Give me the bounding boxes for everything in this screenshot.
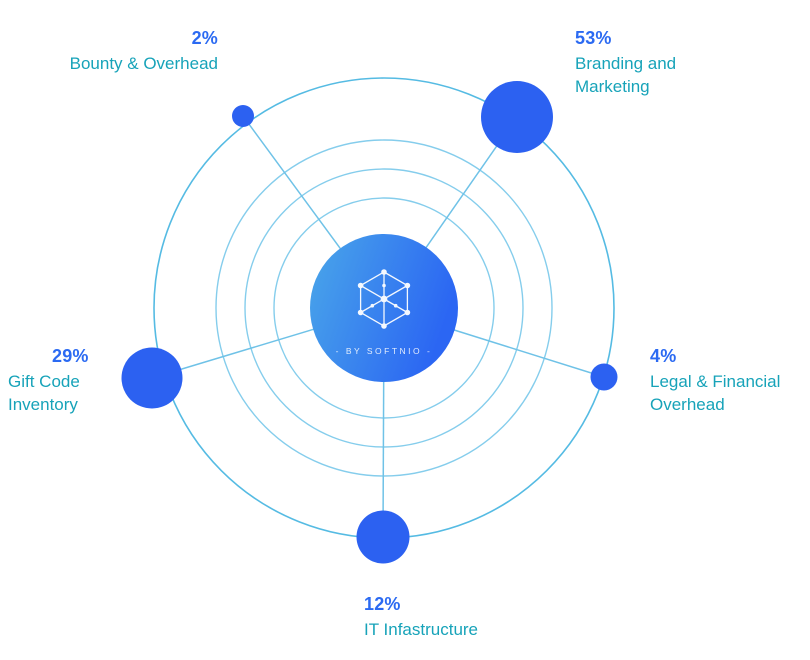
- hexagon-spoke: [383, 284, 408, 300]
- center-brand-text: - BY SOFTNIO -: [336, 346, 433, 356]
- label-line: Legal & Financial: [650, 372, 781, 391]
- bubble-legal: [590, 363, 618, 391]
- bubble-bounty: [232, 105, 254, 127]
- pct-bounty: 2%: [191, 28, 218, 48]
- pct-branding: 53%: [575, 28, 612, 48]
- pct-it: 12%: [364, 594, 401, 614]
- bubble-branding: [481, 81, 553, 153]
- pct-legal: 4%: [650, 346, 677, 366]
- label-line: Gift Code: [8, 372, 80, 391]
- label-it: IT Infastructure: [364, 618, 478, 641]
- label-line: Branding and: [575, 54, 677, 73]
- hexagon-nodes: [357, 269, 411, 329]
- annotation-legal-financial: 4% Legal & Financial Overhead: [650, 344, 780, 416]
- annotation-branding-marketing: 53% Branding and Marketing: [575, 26, 676, 98]
- hexagon-network-icon: [357, 269, 411, 329]
- label-line: Marketing: [575, 77, 650, 96]
- label-line: IT Infastructure: [364, 620, 479, 639]
- hexagon-spoke: [360, 284, 385, 300]
- annotation-it-infrastructure: 12% IT Infastructure: [364, 592, 478, 641]
- pct-gift: 29%: [52, 346, 89, 366]
- bubble-gift: [121, 347, 183, 409]
- annotation-gift-code-inventory: 29% Gift Code Inventory: [8, 344, 89, 416]
- label-legal: Legal & Financial Overhead: [650, 370, 780, 416]
- bubble-it: [356, 510, 410, 564]
- value-bubbles: [121, 81, 618, 564]
- label-gift: Gift Code Inventory: [8, 370, 89, 416]
- label-line: Overhead: [650, 395, 725, 414]
- annotation-bounty-overhead: 2% Bounty & Overhead: [70, 26, 218, 75]
- label-branding: Branding and Marketing: [575, 52, 676, 98]
- label-bounty: Bounty & Overhead: [70, 52, 218, 75]
- label-line: Bounty & Overhead: [69, 54, 218, 73]
- label-line: Inventory: [8, 395, 78, 414]
